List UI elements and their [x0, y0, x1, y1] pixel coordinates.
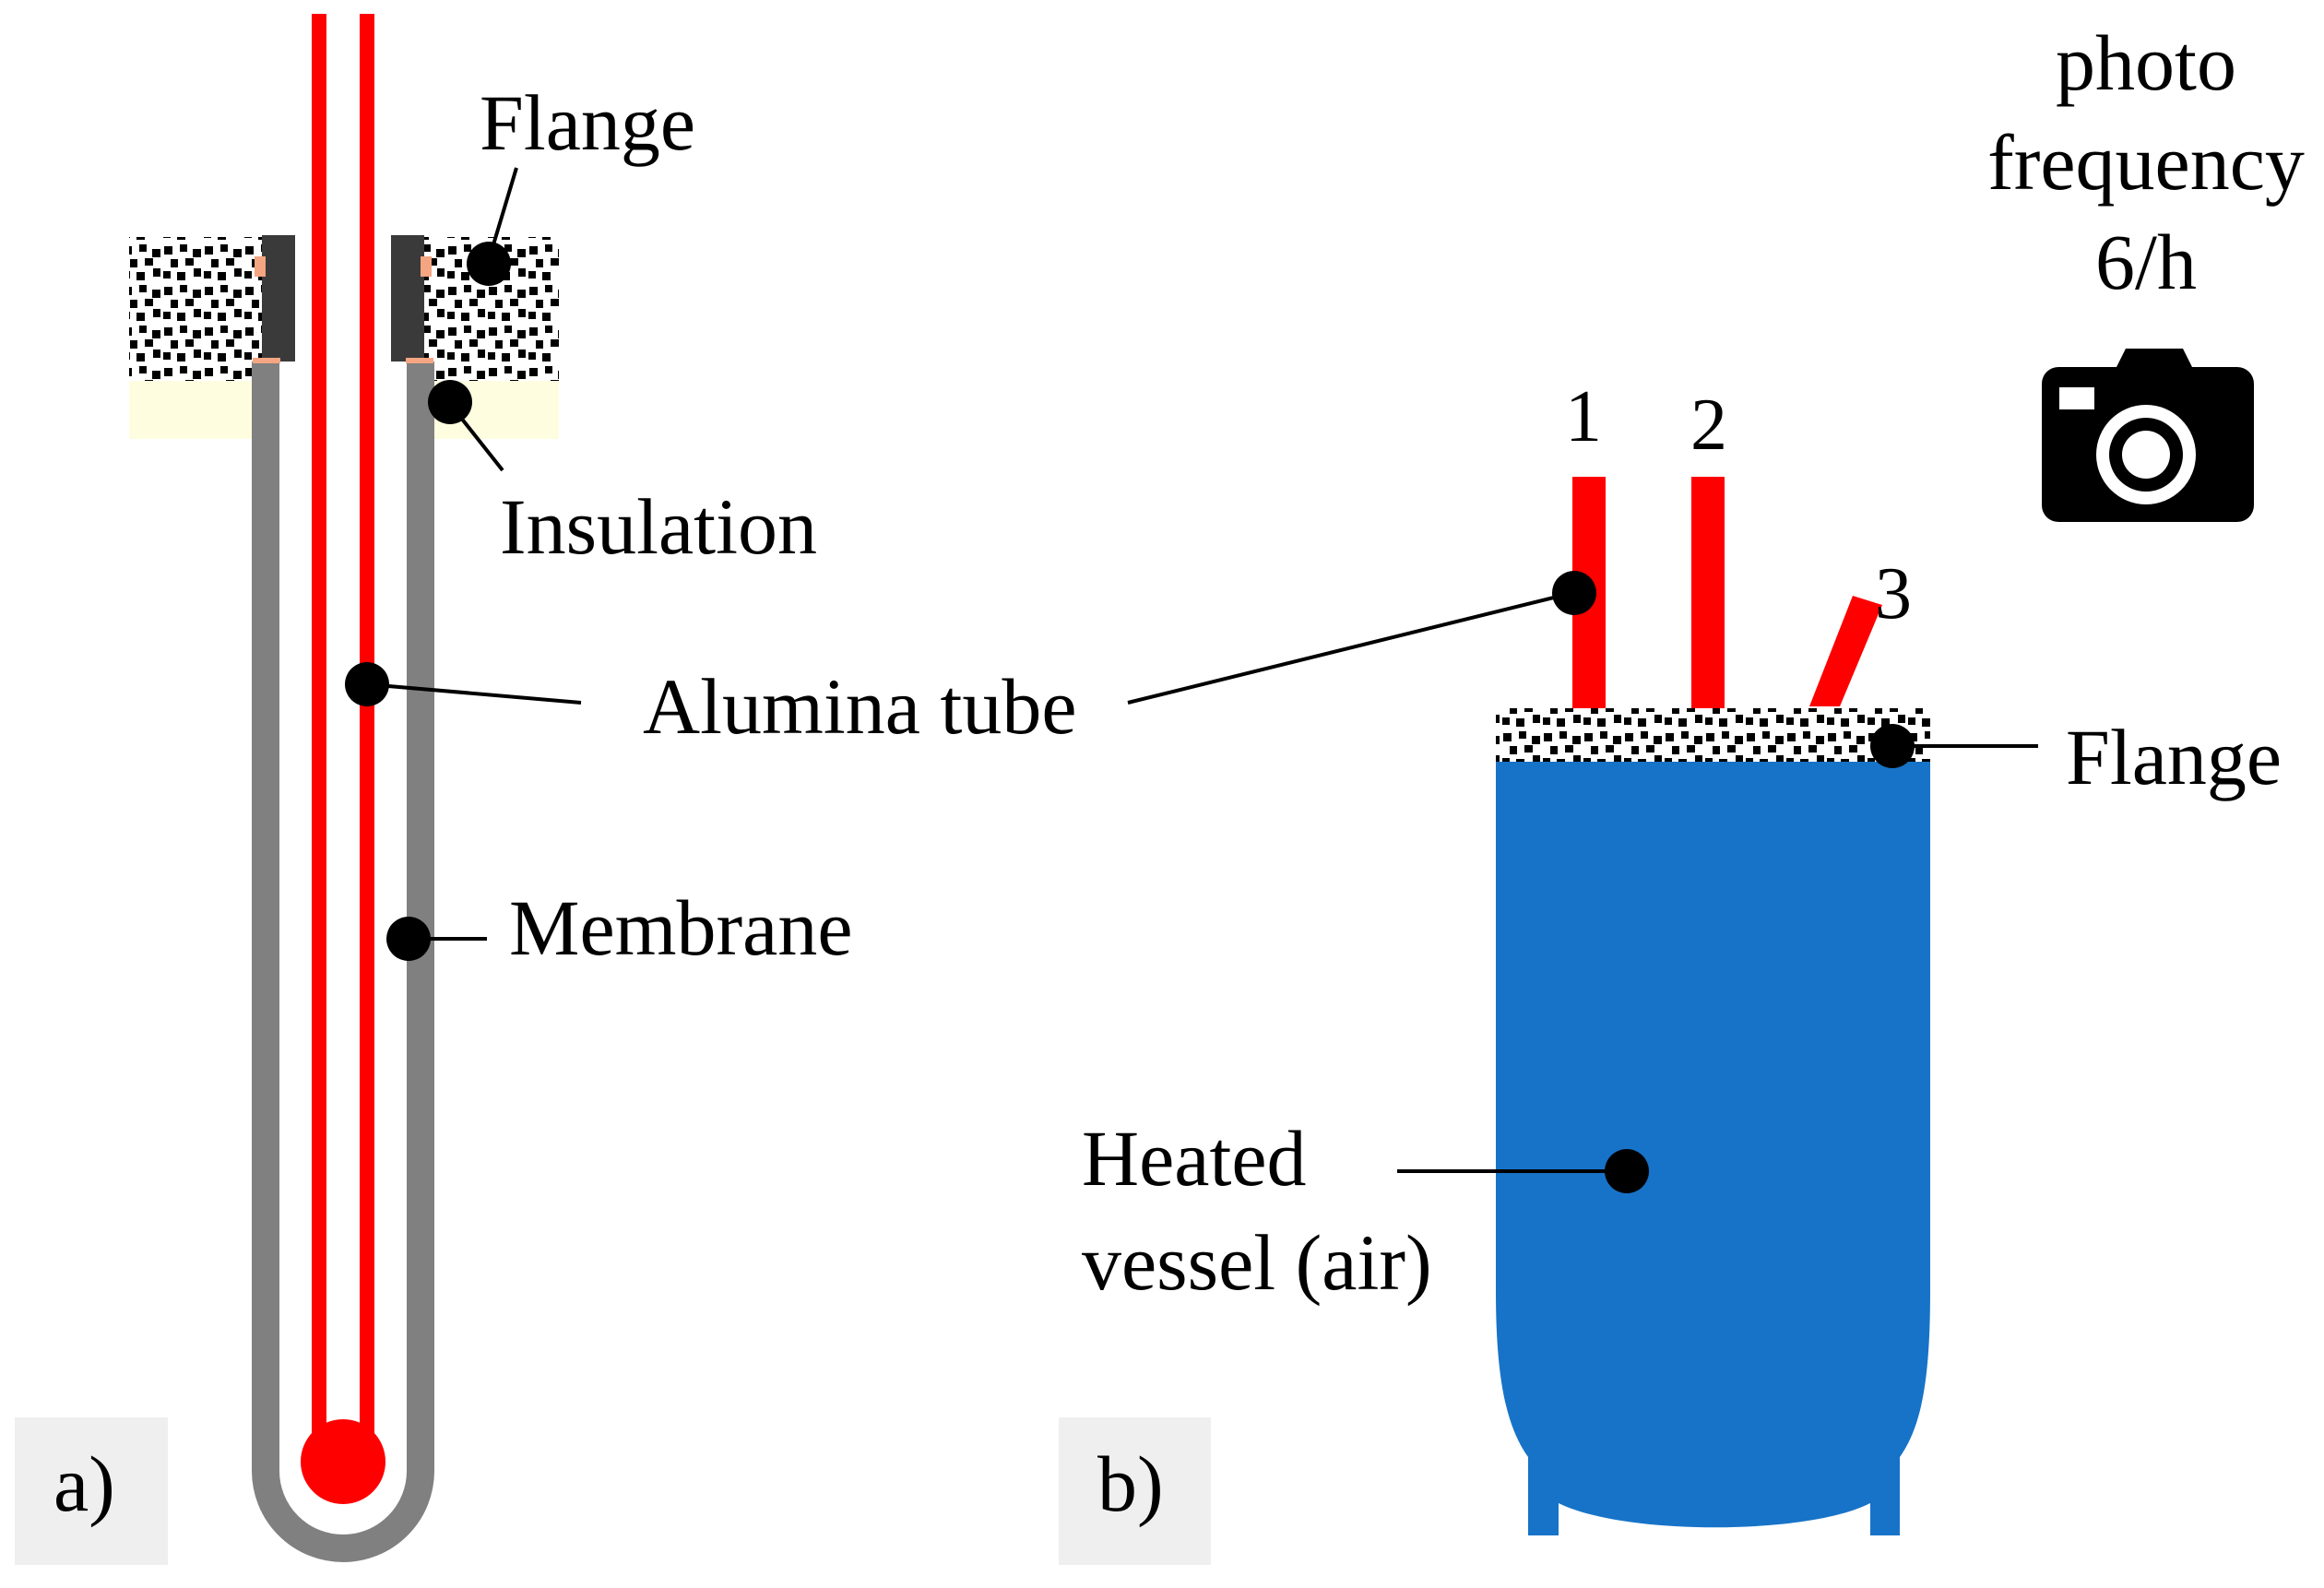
alumina-tube: [312, 14, 374, 1470]
label-heated-vessel-line1: Heated: [1082, 1114, 1307, 1203]
tube-number-3: 3: [1875, 553, 1912, 634]
photo-note-line3: 6/h: [2095, 218, 2197, 306]
flange-collar-right: [391, 235, 424, 361]
heated-vessel: [1496, 762, 1930, 1535]
panel-b-tag-bg: [1059, 1417, 1211, 1565]
gasket-right: [421, 256, 432, 277]
label-insulation: Insulation: [500, 482, 817, 571]
tube-number-2: 2: [1690, 385, 1727, 466]
label-heated-vessel-line2: vessel (air): [1082, 1218, 1432, 1307]
callout-flange-a: Flange: [467, 78, 695, 286]
callout-membrane: Membrane: [386, 883, 853, 972]
callout-alumina-tube-b: [1127, 571, 1596, 705]
callout-flange-b: Flange: [1870, 713, 2282, 801]
photo-note-line1: photo: [2056, 18, 2236, 107]
panel-b: 1 2 3 Flange Heated vessel (air) photo f…: [1059, 18, 2305, 1565]
vessel-flange: [1496, 708, 1930, 762]
callout-alumina-tube-a: Alumina tube: [345, 662, 1077, 751]
insulation-left: [129, 381, 273, 439]
panel-a: Flange Insulation Alumina tube Membrane …: [15, 14, 1077, 1565]
tube-tip-bulb: [301, 1419, 385, 1504]
tube-number-1: 1: [1565, 376, 1602, 457]
callout-heated-vessel: Heated vessel (air): [1082, 1114, 1649, 1307]
panel-a-tag: a): [53, 1440, 115, 1528]
membrane: [252, 361, 434, 1562]
panel-b-tag: b): [1097, 1440, 1164, 1528]
flange-collar-left: [262, 235, 295, 361]
membrane-gasket-left: [253, 358, 280, 363]
membrane-gasket-right: [406, 358, 433, 363]
gasket-left: [255, 256, 266, 277]
tube-3: [1809, 596, 1882, 706]
callout-insulation: Insulation: [428, 380, 817, 571]
label-membrane: Membrane: [509, 883, 853, 972]
label-flange-b: Flange: [2066, 713, 2282, 801]
tube-2: [1691, 477, 1725, 708]
label-flange-a: Flange: [480, 78, 695, 167]
camera-icon: [2042, 349, 2254, 522]
panel-a-tag-bg: [15, 1417, 168, 1565]
photo-note-line2: frequency: [1987, 118, 2305, 207]
label-alumina-tube: Alumina tube: [643, 662, 1077, 751]
flange-left-block: [129, 237, 273, 381]
